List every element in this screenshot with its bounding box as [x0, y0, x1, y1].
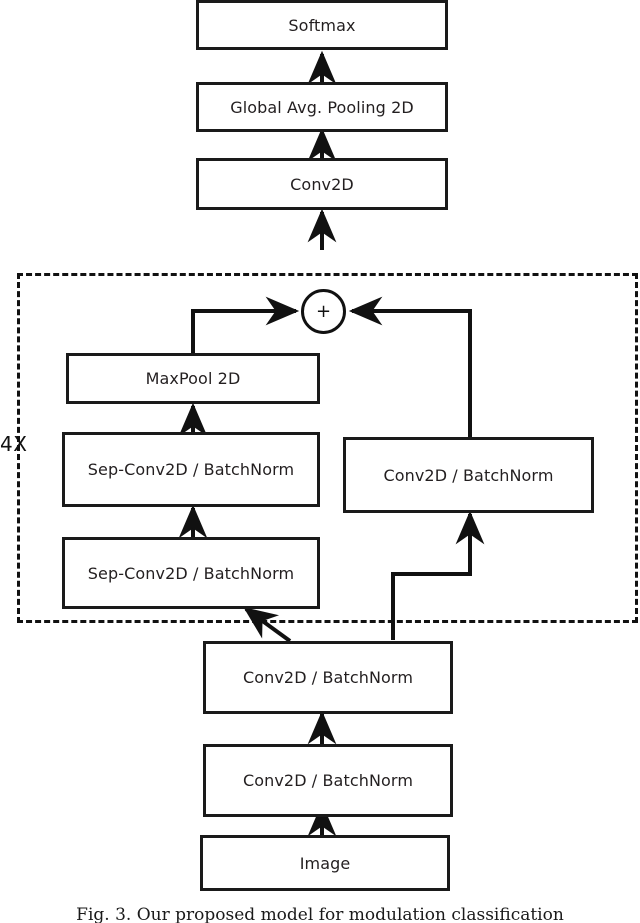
node-stem-conv2d-batchnorm-lower[interactable]: Conv2D / BatchNorm: [203, 744, 453, 817]
node-maxpool-2d-label: MaxPool 2D: [145, 369, 241, 388]
repeat-count-label: 4X: [0, 432, 28, 456]
node-sep-conv2d-batchnorm-upper-label: Sep-Conv2D / BatchNorm: [87, 460, 295, 479]
node-maxpool-2d[interactable]: MaxPool 2D: [66, 353, 320, 404]
node-image-label: Image: [299, 853, 351, 873]
node-stem-conv2d-batchnorm-lower-label: Conv2D / BatchNorm: [242, 771, 414, 790]
node-skip-conv2d-batchnorm-label: Conv2D / BatchNorm: [383, 465, 554, 485]
add-junction[interactable]: +: [301, 289, 346, 334]
repeated-block-group: [17, 273, 638, 623]
node-global-avg-pooling-2d[interactable]: Global Avg. Pooling 2D: [196, 82, 448, 132]
node-softmax-label: Softmax: [288, 15, 356, 35]
node-sep-conv2d-batchnorm-lower[interactable]: Sep-Conv2D / BatchNorm: [62, 537, 320, 609]
node-sep-conv2d-batchnorm-upper[interactable]: Sep-Conv2D / BatchNorm: [62, 432, 320, 507]
figure-caption: Fig. 3. Our proposed model for modulatio…: [76, 905, 564, 923]
node-skip-conv2d-batchnorm[interactable]: Conv2D / BatchNorm: [343, 437, 594, 513]
node-head-conv2d[interactable]: Conv2D: [196, 158, 448, 210]
node-head-conv2d-label: Conv2D: [290, 174, 354, 194]
node-image[interactable]: Image: [200, 835, 450, 891]
node-softmax[interactable]: Softmax: [196, 0, 448, 50]
node-global-avg-pooling-2d-label: Global Avg. Pooling 2D: [230, 97, 414, 117]
node-stem-conv2d-batchnorm-upper-label: Conv2D / BatchNorm: [242, 668, 414, 687]
node-stem-conv2d-batchnorm-upper[interactable]: Conv2D / BatchNorm: [203, 641, 453, 714]
plus-icon: +: [315, 300, 332, 322]
node-sep-conv2d-batchnorm-lower-label: Sep-Conv2D / BatchNorm: [87, 563, 295, 583]
